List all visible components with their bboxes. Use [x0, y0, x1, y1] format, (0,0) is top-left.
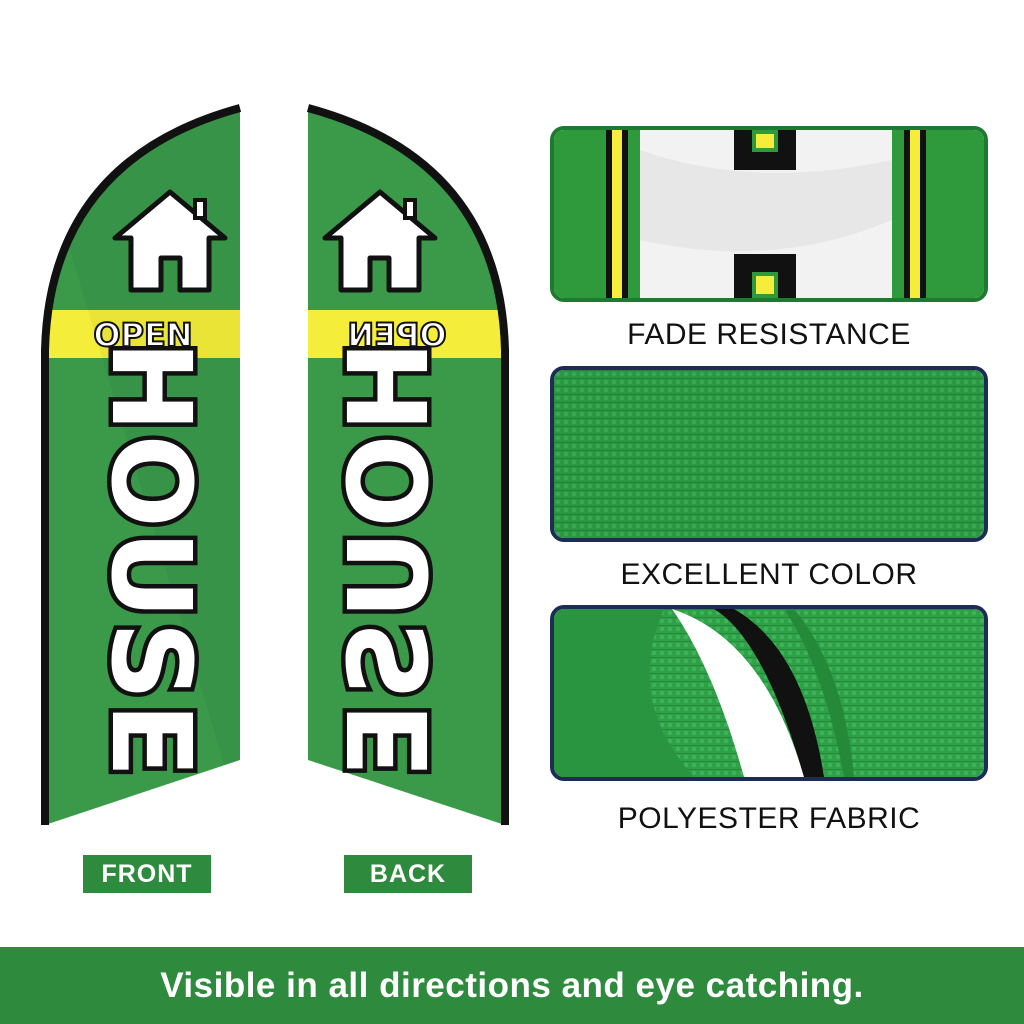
back-label: BACK — [344, 855, 472, 893]
excellent-color-panel — [550, 366, 988, 542]
house-icon — [112, 189, 228, 293]
back-flag: OPEN HOUSE — [306, 104, 509, 825]
polyester-fabric-panel — [550, 605, 988, 781]
back-open-text: OPEN — [347, 316, 446, 354]
fade-resistance-panel — [550, 126, 988, 302]
fade-resistance-caption: FADE RESISTANCE — [627, 318, 911, 351]
front-flag: OPEN HOUSE — [41, 104, 242, 825]
front-label: FRONT — [83, 855, 211, 893]
polyester-fabric-caption: POLYESTER FABRIC — [617, 802, 921, 835]
excellent-color-caption: EXCELLENT COLOR — [620, 558, 918, 591]
front-house-text: HOUSE — [87, 340, 215, 779]
front-open-text: OPEN — [93, 316, 192, 354]
banner-text: Visible in all directions and eye catchi… — [160, 965, 864, 1005]
house-icon — [322, 189, 438, 293]
back-house-text: HOUSE — [325, 340, 453, 779]
bottom-banner: Visible in all directions and eye catchi… — [0, 947, 1024, 1024]
